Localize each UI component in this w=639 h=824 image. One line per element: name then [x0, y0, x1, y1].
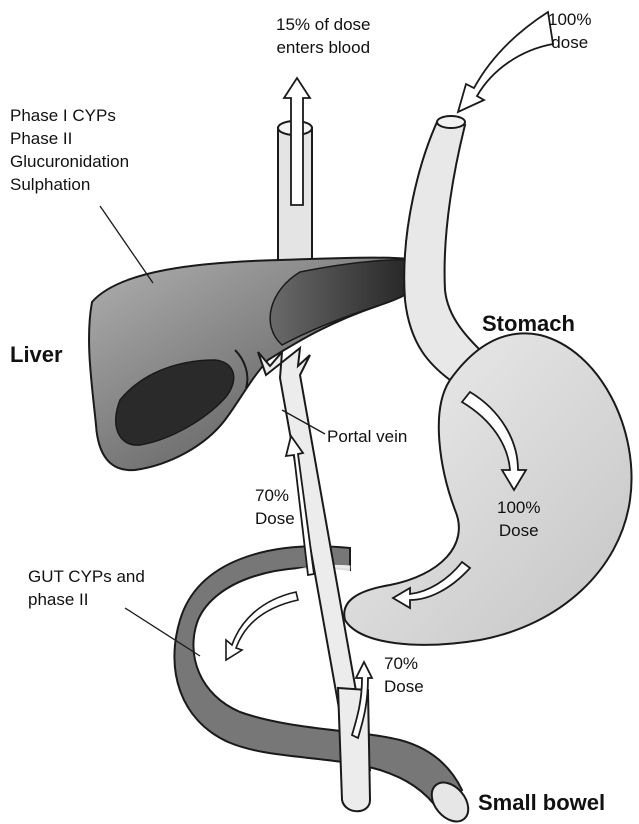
small-bowel-label: Small bowel	[478, 790, 605, 816]
liver-label: Liver	[10, 342, 63, 368]
esophagus	[404, 116, 490, 380]
dose-intake-arrow	[458, 12, 553, 112]
liver-enzymes-label: Phase I CYPs Phase II Glucuronidation Su…	[10, 104, 129, 196]
dose-100-stomach-label: 100% Dose	[497, 496, 540, 542]
stomach-label: Stomach	[482, 311, 575, 337]
dose-70-upper-label: 70% Dose	[255, 484, 295, 530]
blood-entry-label: 15% of dose enters blood	[276, 13, 371, 59]
gut-enzymes-label: GUT CYPs and phase II	[28, 565, 145, 611]
portal-vein-label: Portal vein	[327, 425, 407, 448]
stomach	[344, 333, 631, 644]
enzyme-leader-line	[100, 206, 153, 283]
dose-top-label: 100% dose	[548, 8, 591, 54]
dose-70-lower-label: 70% Dose	[384, 652, 424, 698]
